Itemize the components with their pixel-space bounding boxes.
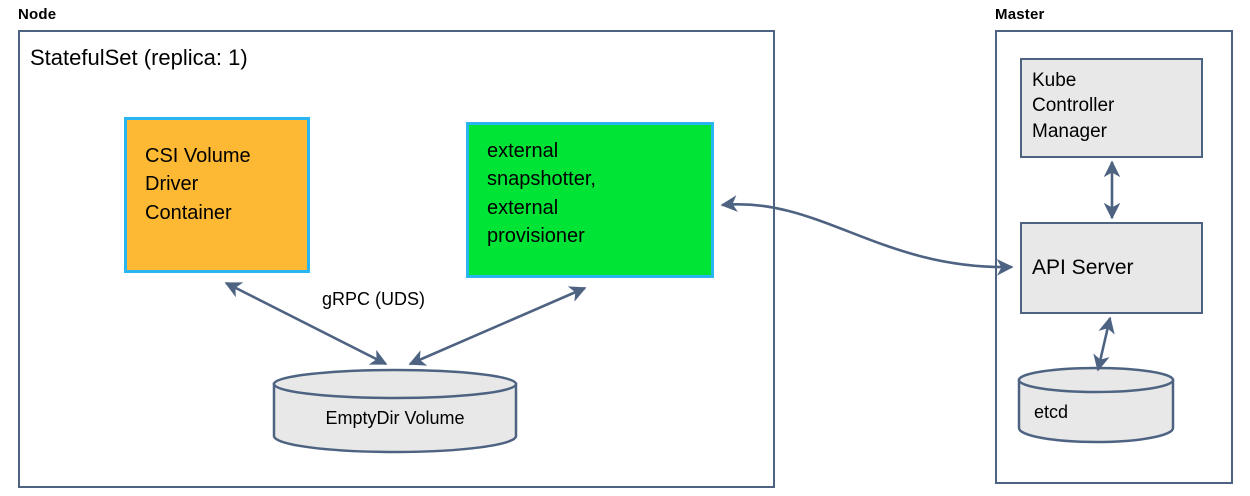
emptydir-volume-cylinder[interactable]: EmptyDir Volume (270, 368, 520, 454)
emptydir-cylinder-shape (272, 368, 518, 454)
csi-volume-driver-label: CSI Volume Driver Container (145, 145, 251, 224)
kube-controller-manager-box[interactable]: Kube Controller Manager (1020, 58, 1203, 158)
node-group-label: Node (18, 6, 57, 23)
kube-controller-manager-label: Kube Controller Manager (1032, 70, 1115, 142)
api-server-label: API Server (1032, 256, 1134, 280)
statefulset-title: StatefulSet (replica: 1) (30, 45, 248, 70)
csi-volume-driver-container[interactable]: CSI Volume Driver Container (124, 117, 310, 273)
master-group-label: Master (995, 6, 1045, 23)
etcd-label: etcd (1034, 402, 1069, 422)
api-server-box[interactable]: API Server (1020, 222, 1203, 314)
external-sidecars-label: external snapshotter, external provision… (487, 140, 596, 248)
emptydir-volume-label: EmptyDir Volume (325, 408, 465, 428)
etcd-cylinder[interactable]: etcd (1016, 366, 1176, 446)
external-sidecars-container[interactable]: external snapshotter, external provision… (466, 122, 714, 278)
grpc-uds-edge-label: gRPC (UDS) (322, 289, 426, 309)
